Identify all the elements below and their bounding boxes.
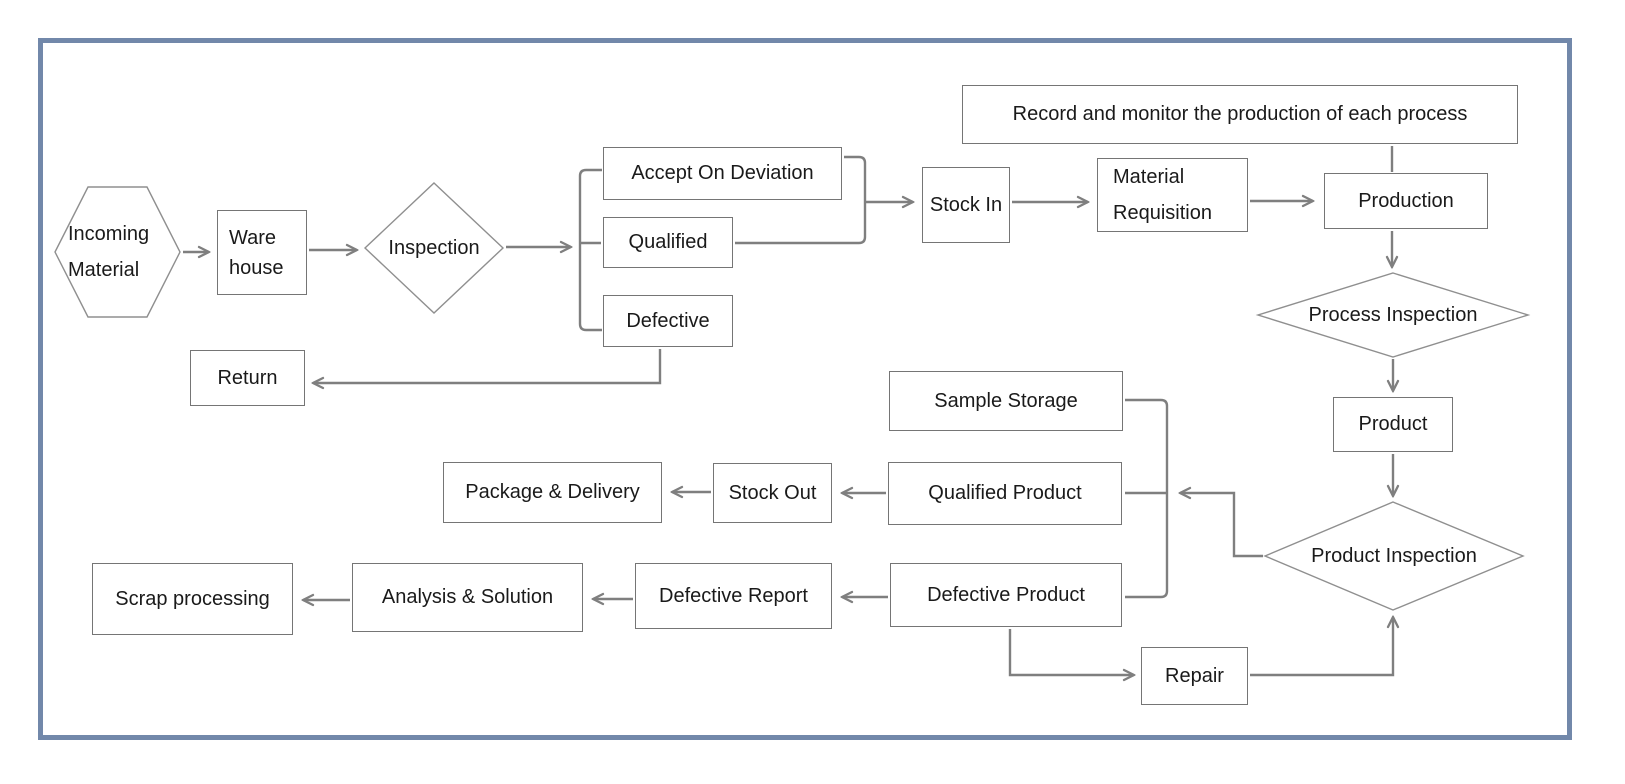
qualified-product-label: Qualified Product bbox=[928, 482, 1082, 504]
product-inspection-diamond-shape bbox=[1263, 501, 1525, 611]
node-material-requisition: Material Requisition bbox=[1097, 158, 1248, 232]
scrap-processing-label: Scrap processing bbox=[115, 587, 270, 610]
material-requisition-label: Material Requisition bbox=[1113, 166, 1212, 224]
inspection-diamond-shape bbox=[363, 182, 505, 314]
sample-storage-label: Sample Storage bbox=[934, 389, 1078, 412]
node-analysis-solution: Analysis & Solution bbox=[352, 563, 583, 632]
bracket-inspection-results bbox=[578, 168, 602, 332]
node-defective-product: Defective Product bbox=[890, 563, 1122, 627]
node-production: Production bbox=[1324, 173, 1488, 229]
record-monitor-label: Record and monitor the production of eac… bbox=[1012, 103, 1468, 125]
accept-on-deviation-label: Accept On Deviation bbox=[631, 162, 814, 184]
node-qualified-product: Qualified Product bbox=[888, 462, 1122, 525]
node-product-inspection: Product Inspection bbox=[1265, 502, 1523, 610]
node-product: Product bbox=[1333, 397, 1453, 452]
stock-out-label: Stock Out bbox=[728, 481, 817, 504]
node-warehouse: Ware house bbox=[217, 210, 307, 295]
node-incoming-material: Incoming Material bbox=[62, 187, 174, 317]
node-stock-out: Stock Out bbox=[713, 463, 832, 523]
node-return: Return bbox=[190, 350, 305, 406]
node-process-inspection: Process Inspection bbox=[1258, 273, 1528, 357]
analysis-solution-label: Analysis & Solution bbox=[381, 586, 554, 608]
node-accept-on-deviation: Accept On Deviation bbox=[603, 147, 842, 200]
inspection-label: Inspection bbox=[388, 236, 480, 259]
node-package-delivery: Package & Delivery bbox=[443, 462, 662, 523]
edge-defectiveproduct-repair bbox=[1008, 629, 1134, 675]
bracket-productinspection-results bbox=[1125, 398, 1169, 599]
node-record-monitor: Record and monitor the production of eac… bbox=[962, 85, 1518, 144]
bracket-merge-to-stockin bbox=[735, 155, 867, 245]
repair-label: Repair bbox=[1165, 664, 1224, 687]
warehouse-label: Ware house bbox=[229, 226, 284, 279]
package-delivery-label: Package & Delivery bbox=[465, 481, 640, 503]
node-defective-report: Defective Report bbox=[635, 563, 832, 629]
node-scrap-processing: Scrap processing bbox=[92, 563, 293, 635]
qualified-label: Qualified bbox=[628, 231, 708, 253]
process-inspection-diamond-shape bbox=[1255, 272, 1531, 358]
incoming-material-label: Incoming Material bbox=[68, 223, 150, 281]
return-label: Return bbox=[217, 366, 278, 389]
edge-defective-return bbox=[313, 349, 662, 383]
product-inspection-label: Product Inspection bbox=[1311, 544, 1477, 567]
production-label: Production bbox=[1358, 189, 1454, 212]
incoming-material-hexagon-shape bbox=[54, 186, 181, 318]
edge-productinspection-results bbox=[1180, 493, 1263, 558]
defective-label: Defective bbox=[626, 309, 710, 332]
defective-report-label: Defective Report bbox=[659, 584, 808, 607]
product-label: Product bbox=[1358, 413, 1428, 435]
node-stock-in: Stock In bbox=[922, 167, 1010, 243]
stock-in-label: Stock In bbox=[929, 193, 1003, 216]
node-defective: Defective bbox=[603, 295, 733, 347]
process-inspection-label: Process Inspection bbox=[1308, 303, 1478, 326]
edge-repair-productinspection bbox=[1250, 617, 1393, 677]
node-repair: Repair bbox=[1141, 647, 1248, 705]
node-inspection: Inspection bbox=[365, 183, 503, 313]
node-qualified: Qualified bbox=[603, 217, 733, 268]
defective-product-label: Defective Product bbox=[927, 583, 1085, 606]
node-sample-storage: Sample Storage bbox=[889, 371, 1123, 431]
